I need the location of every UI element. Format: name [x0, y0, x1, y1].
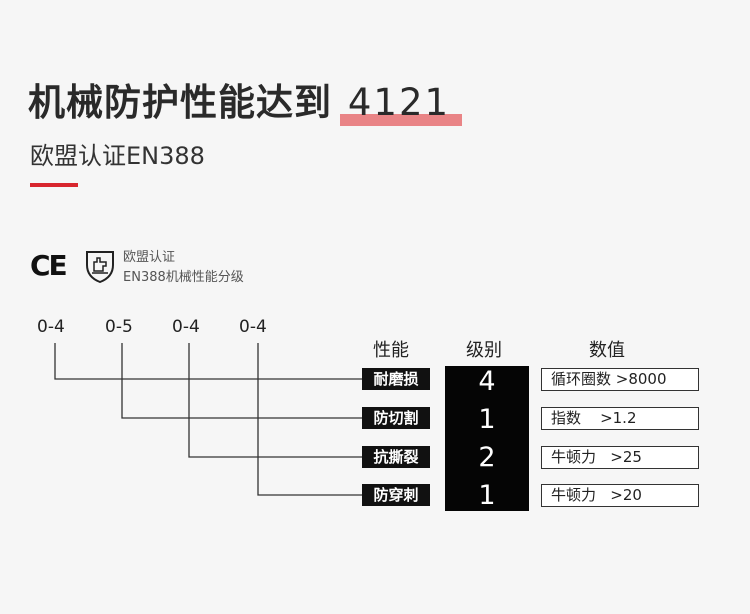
header-property: 性能	[373, 340, 409, 361]
property-label-cut: 防切割	[362, 407, 430, 429]
level-value-cut: 1	[478, 404, 496, 435]
cert-line-2: EN388机械性能分级	[123, 270, 244, 285]
title-main: 机械防护性能达到	[28, 81, 332, 124]
page-subtitle: 欧盟认证EN388	[30, 142, 205, 170]
header-level: 级别	[466, 340, 502, 361]
cert-line-1: 欧盟认证	[123, 250, 176, 265]
property-label-tear: 抗撕裂	[362, 446, 430, 468]
connector-4	[257, 343, 362, 496]
range-label-4: 0-4	[239, 317, 267, 337]
header-value: 数值	[589, 340, 625, 361]
range-label-1: 0-4	[37, 317, 65, 337]
value-box-cut: 指数 >1.2	[541, 407, 699, 430]
value-box-puncture: 牛顿力 >20	[541, 484, 699, 507]
level-column	[445, 366, 529, 511]
range-label-2: 0-5	[105, 317, 133, 337]
property-label-abrasion: 耐磨损	[362, 368, 430, 390]
page-title: 机械防护性能达到 4121	[28, 72, 452, 126]
connector-1	[54, 343, 362, 380]
value-box-tear: 牛顿力 >25	[541, 446, 699, 469]
certification-text: 欧盟认证 EN388机械性能分级	[123, 248, 244, 288]
accent-bar	[30, 183, 78, 187]
connector-2	[121, 343, 362, 419]
ce-mark: CE	[30, 249, 68, 282]
level-value-puncture: 1	[478, 480, 496, 511]
title-number: 4121	[347, 81, 451, 124]
value-box-abrasion: 循环圈数 >8000	[541, 368, 699, 391]
property-label-puncture: 防穿刺	[362, 484, 430, 506]
level-value-tear: 2	[478, 442, 496, 473]
range-label-3: 0-4	[172, 317, 200, 337]
level-value-abrasion: 4	[478, 366, 496, 397]
glove-shield-icon	[85, 249, 115, 287]
connector-3	[188, 343, 362, 458]
